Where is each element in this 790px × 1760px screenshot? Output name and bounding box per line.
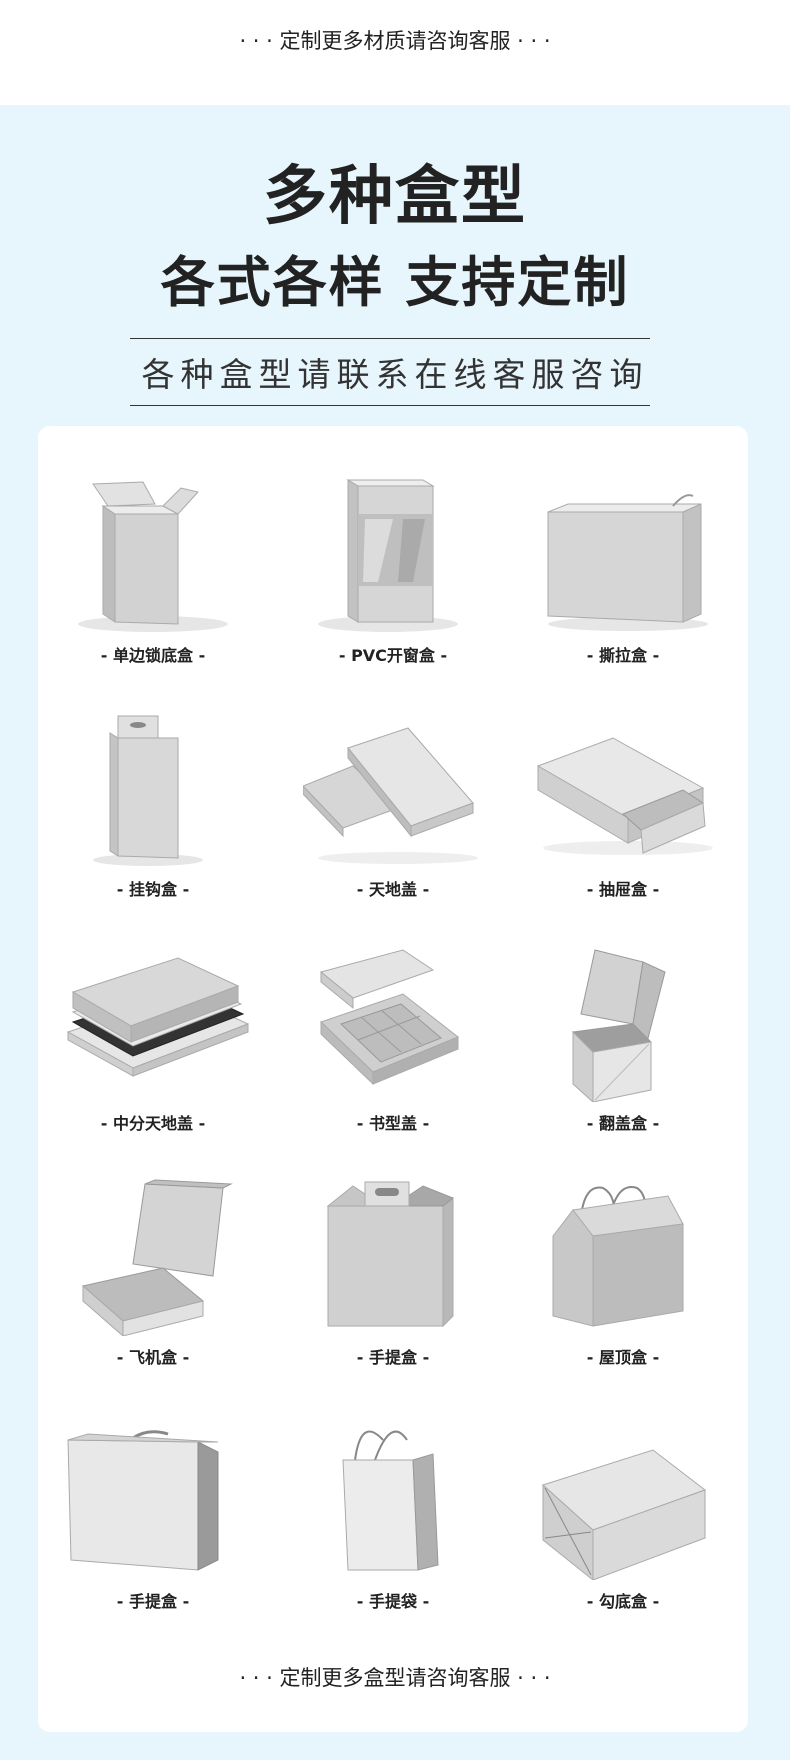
suitcase-box-icon xyxy=(67,1430,219,1571)
section-tagline: 各式各样 支持定制 xyxy=(160,251,630,314)
divider-top xyxy=(130,338,650,339)
box-label: - 翻盖盒 - xyxy=(586,1114,660,1133)
drawer-box-icon xyxy=(536,737,713,855)
handle-box-icon xyxy=(326,1181,454,1328)
box-label: - 中分天地盖 - xyxy=(100,1114,206,1133)
box-label: - PVC开窗盒 - xyxy=(338,646,448,665)
box-item-suitcase[interactable]: - 手提盒 - xyxy=(38,1410,268,1630)
box-label: - 天地盖 - xyxy=(356,880,430,899)
section-subtitle: 各种盒型请联系在线客服咨询 xyxy=(141,355,649,394)
box-label: - 飞机盒 - xyxy=(116,1348,190,1367)
box-item-paper-bag[interactable]: - 手提袋 - xyxy=(278,1410,508,1630)
crash-lock-box-icon xyxy=(542,1449,707,1580)
box-label: - 挂钩盒 - xyxy=(116,880,190,899)
box-label: - 勾底盒 - xyxy=(586,1592,660,1611)
box-item-tear-strip[interactable]: - 撕拉盒 - xyxy=(508,464,738,684)
top-note: · · · 定制更多材质请咨询客服 · · · xyxy=(239,29,551,53)
lid-base-box-icon xyxy=(303,727,478,864)
box-label: - 抽屉盒 - xyxy=(586,880,660,899)
box-label: - 手提盒 - xyxy=(116,1592,190,1611)
book-box-icon xyxy=(319,949,459,1086)
hang-tab-box-icon xyxy=(93,715,203,866)
box-label: - 撕拉盒 - xyxy=(586,646,660,665)
box-item-mailer[interactable]: - 飞机盒 - xyxy=(38,1166,268,1386)
box-item-book[interactable]: - 书型盖 - xyxy=(278,932,508,1152)
box-grid-card: - 单边锁底盒 - - PVC开窗盒 - - 撕拉盒 - xyxy=(38,426,748,1732)
section-title: 多种盒型 xyxy=(263,160,527,234)
box-item-split-lid[interactable]: - 中分天地盖 - xyxy=(38,932,268,1152)
flip-top-box-icon xyxy=(571,949,666,1102)
box-item-handle[interactable]: - 手提盒 - xyxy=(278,1166,508,1386)
box-item-flip-top[interactable]: - 翻盖盒 - xyxy=(508,932,738,1152)
window-box-icon xyxy=(318,479,458,632)
paper-bag-icon xyxy=(342,1430,439,1571)
box-item-hang-tab[interactable]: - 挂钩盒 - xyxy=(38,698,268,918)
mailer-box-icon xyxy=(81,1179,233,1336)
box-label: - 手提盒 - xyxy=(356,1348,430,1367)
box-label: - 屋顶盒 - xyxy=(586,1348,660,1367)
box-item-drawer[interactable]: - 抽屉盒 - xyxy=(508,698,738,918)
gable-box-icon xyxy=(552,1186,684,1327)
box-item-tuck-end[interactable]: - 单边锁底盒 - xyxy=(38,464,268,684)
box-label: - 手提袋 - xyxy=(356,1592,430,1611)
bottom-note: · · · 定制更多盒型请咨询客服 · · · xyxy=(239,1666,551,1690)
box-item-crash-lock[interactable]: - 勾底盒 - xyxy=(508,1410,738,1630)
tuck-end-box-icon xyxy=(78,481,228,632)
tear-strip-box-icon xyxy=(547,494,708,631)
box-label: - 书型盖 - xyxy=(356,1114,430,1133)
divider-bottom xyxy=(130,405,650,406)
box-item-gable[interactable]: - 屋顶盒 - xyxy=(508,1166,738,1386)
box-item-lid-base[interactable]: - 天地盖 - xyxy=(278,698,508,918)
box-item-window[interactable]: - PVC开窗盒 - xyxy=(278,464,508,684)
box-label: - 单边锁底盒 - xyxy=(100,646,206,665)
split-lid-box-icon xyxy=(66,957,250,1077)
